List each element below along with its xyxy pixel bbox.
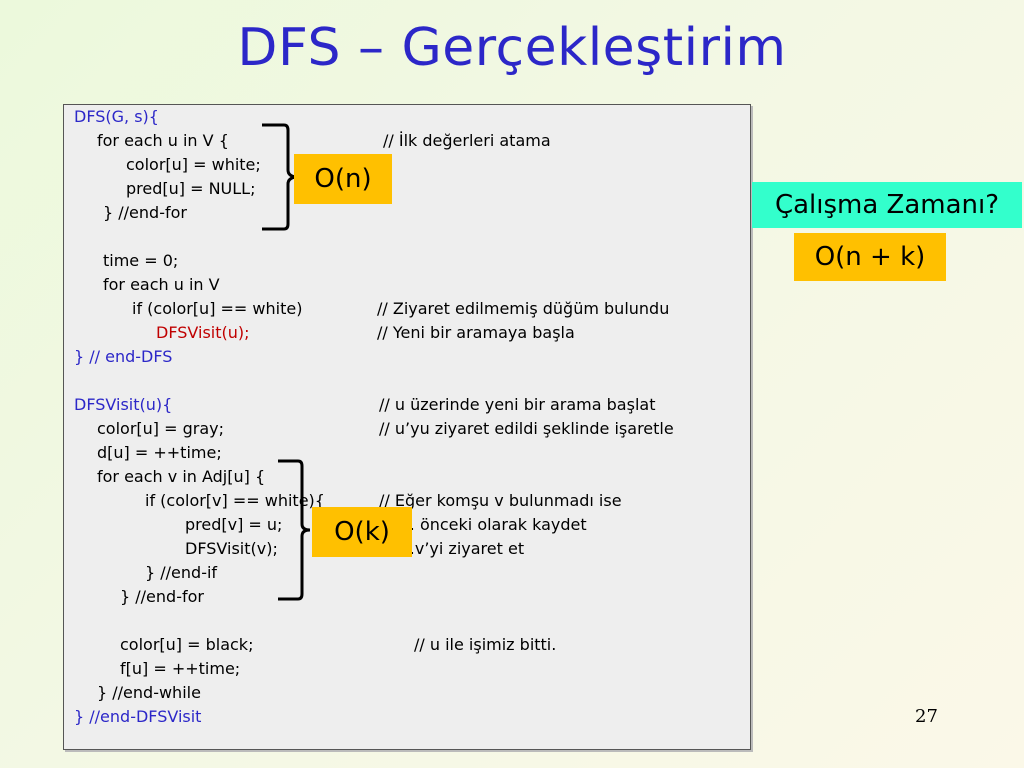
code-line: if (color[v] == white){ — [145, 491, 325, 510]
code-line: for each u in V — [103, 275, 220, 294]
code-comment: // … önceki olarak kaydet — [383, 515, 587, 534]
runtime-question: Çalışma Zamanı? — [752, 182, 1022, 228]
code-comment: // u ile işimiz bitti. — [414, 635, 557, 654]
code-line: } //end-if — [145, 563, 218, 582]
code-line: pred[u] = NULL; — [126, 179, 256, 198]
code-line: for each u in V { — [97, 131, 229, 150]
code-line: DFSVisit(v); — [185, 539, 278, 558]
code-comment: // Yeni bir aramaya başla — [377, 323, 575, 342]
code-line: color[u] = black; — [120, 635, 254, 654]
complexity-badge-ok: O(k) — [312, 507, 412, 557]
page-number: 27 — [915, 706, 938, 727]
code-comment: // İlk değerleri atama — [383, 131, 551, 150]
code-line-dfsvisit-header: DFSVisit(u){ — [74, 395, 173, 414]
code-line: time = 0; — [103, 251, 179, 270]
code-line: color[u] = white; — [126, 155, 261, 174]
code-line-dfs-header: DFS(G, s){ — [74, 107, 159, 126]
code-comment: // Eğer komşu v bulunmadı ise — [379, 491, 622, 510]
runtime-answer: O(n + k) — [794, 233, 946, 281]
code-line-dfs-end: } // end-DFS — [74, 347, 173, 366]
code-box — [63, 104, 751, 750]
complexity-badge-on: O(n) — [294, 154, 392, 204]
code-comment: // u’yu ziyaret edildi şeklinde işaretle — [379, 419, 674, 438]
code-line-dfsvisit-end: } //end-DFSVisit — [74, 707, 202, 726]
code-line-dfsvisit-call: DFSVisit(u); — [156, 323, 250, 342]
code-line: color[u] = gray; — [97, 419, 224, 438]
code-line: d[u] = ++time; — [97, 443, 222, 462]
brace-icon-loop — [278, 459, 311, 601]
code-line: if (color[u] == white) — [132, 299, 303, 318]
code-line: for each v in Adj[u] { — [97, 467, 266, 486]
code-line: } //end-for — [120, 587, 204, 606]
code-line: pred[v] = u; — [185, 515, 283, 534]
code-comment: // u üzerinde yeni bir arama başlat — [379, 395, 656, 414]
code-comment: // Ziyaret edilmemiş düğüm bulundu — [377, 299, 670, 318]
code-line: } //end-while — [97, 683, 201, 702]
code-line: } //end-for — [103, 203, 187, 222]
slide-title: DFS – Gerçekleştirim — [237, 18, 787, 78]
code-line: f[u] = ++time; — [120, 659, 241, 678]
